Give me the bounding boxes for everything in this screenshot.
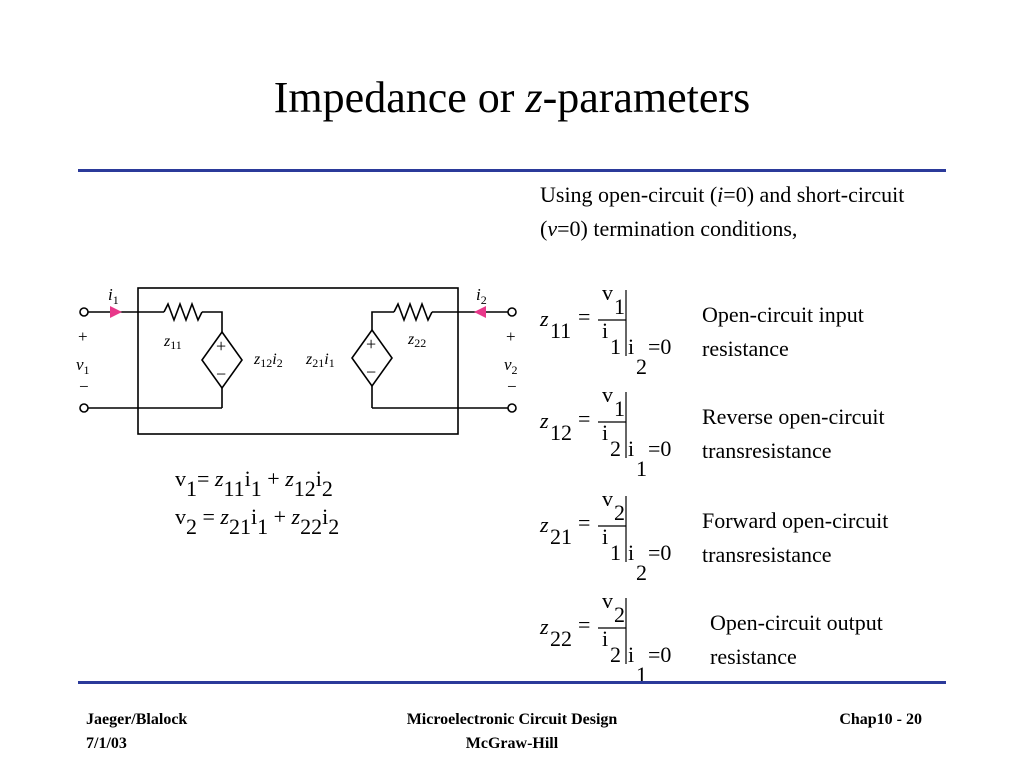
z-parameter-equations: v1= z11i1 + z12i2 v2 = z21i1 + z22i2 [175,460,340,539]
svg-text:=0: =0 [648,540,671,565]
intro-text: Using open-circuit (i=0) and short-circu… [540,182,905,241]
two-port-circuit: + − + − i1 i2 z11 z22 z12i2 z21i1 + v1 −… [76,285,518,435]
svg-text:22: 22 [550,626,572,651]
z21-description: Forward open-circuit transresistance [702,508,889,567]
equation-v2: v2 = z21i1 + z22i2 [175,504,340,539]
svg-text:i1: i1 [108,285,119,307]
resistor-z11 [163,301,203,323]
current-arrow-i2 [474,306,486,318]
svg-text:1: 1 [614,396,625,421]
svg-text:z: z [539,614,549,639]
svg-text:=0: =0 [648,642,671,667]
svg-text:v: v [602,488,613,511]
title-text: Impedance or [273,73,526,122]
svg-text:i: i [602,318,608,343]
z11-description: Open-circuit input resistance [702,302,864,361]
port-box [137,287,459,435]
svg-text:i: i [628,540,634,565]
svg-text:2: 2 [610,436,621,461]
svg-text:=: = [578,406,590,431]
svg-text:1: 1 [610,334,621,359]
svg-text:+: + [366,334,376,354]
svg-text:z: z [539,408,549,433]
terminal-1-bottom [79,403,89,413]
terminal-2-top [507,307,517,317]
slide-title: Impedance or z-parameters [0,72,1024,123]
z12-definition: z 12 = v 1 i 2 i 1 =0 [539,384,671,480]
svg-text:1: 1 [636,456,647,480]
svg-text:i: i [602,420,608,445]
footer-page-number: Chap10 - 20 [839,711,922,728]
svg-text:2: 2 [636,560,647,584]
svg-text:=0: =0 [648,436,671,461]
svg-text:−: − [366,362,376,382]
svg-text:11: 11 [550,318,571,343]
current-arrow-i1 [110,306,122,318]
svg-text:+: + [78,327,88,346]
svg-text:v: v [602,282,613,305]
svg-text:2: 2 [610,642,621,667]
svg-text:2: 2 [614,602,625,627]
bottom-rule [78,681,946,684]
svg-text:i: i [628,334,634,359]
svg-text:−: − [507,377,517,396]
svg-text:+: + [506,327,516,346]
svg-text:v: v [602,590,613,613]
top-rule [78,169,946,172]
svg-text:z12i2: z12i2 [253,351,283,370]
equation-v1: v1= z11i1 + z12i2 [175,466,333,501]
svg-text:v: v [602,384,613,407]
svg-text:−: − [79,377,89,396]
z21-definition: z 21 = v 2 i 1 i 2 =0 [539,488,671,584]
svg-text:=: = [578,304,590,329]
resistor-z22 [393,301,433,323]
svg-text:i: i [628,436,634,461]
footer-center: Microelectronic Circuit Design McGraw-Hi… [406,711,618,752]
svg-text:=0: =0 [648,334,671,359]
svg-text:i: i [602,626,608,651]
footer-left: Jaeger/Blalock 7/1/03 [86,711,188,752]
z22-description: Open-circuit output resistance [710,610,883,669]
z22-definition: z 22 = v 2 i 2 i 1 =0 [539,590,671,686]
svg-text:z21i1: z21i1 [305,351,335,370]
svg-text:i: i [628,642,634,667]
svg-text:12: 12 [550,420,572,445]
svg-text:21: 21 [550,524,572,549]
title-italic-z: z [525,73,543,122]
svg-text:z22: z22 [407,331,426,350]
svg-text:1: 1 [610,540,621,565]
svg-text:i: i [602,524,608,549]
terminal-2-bottom [507,403,517,413]
z12-description: Reverse open-circuit transresistance [702,404,885,463]
svg-text:i2: i2 [476,285,487,307]
title-text-suffix: -parameters [542,73,751,122]
svg-text:z11: z11 [163,333,182,352]
svg-text:+: + [216,336,226,356]
svg-text:2: 2 [614,500,625,525]
svg-text:1: 1 [614,294,625,319]
svg-text:2: 2 [636,354,647,378]
svg-text:1: 1 [636,662,647,686]
svg-text:z: z [539,512,549,537]
z11-definition: z 11 = v 1 i 1 i 2 =0 [539,282,671,378]
svg-text:v2: v2 [504,355,518,377]
svg-text:z: z [539,306,549,331]
terminal-1-top [79,307,89,317]
svg-text:−: − [216,364,226,384]
svg-text:=: = [578,612,590,637]
svg-text:v1: v1 [76,355,90,377]
svg-text:=: = [578,510,590,535]
